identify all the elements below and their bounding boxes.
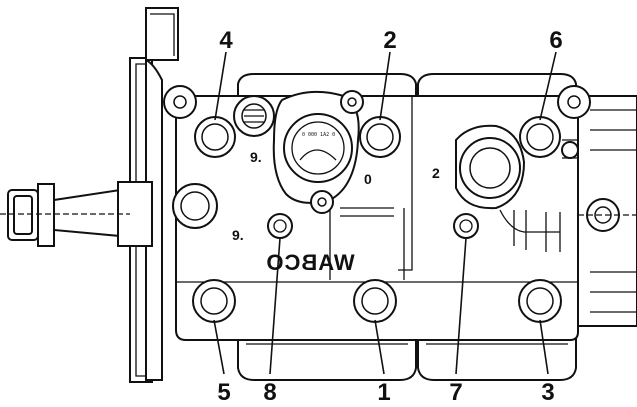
brand-logo: WABCO bbox=[265, 250, 354, 275]
port-mark-center: 0 bbox=[364, 171, 372, 187]
callout-3: 3 bbox=[541, 379, 554, 406]
cap-part-number: 0 000 1A2 0 bbox=[302, 132, 335, 138]
port-1 bbox=[353, 279, 397, 323]
port-6 bbox=[519, 116, 561, 158]
right-housing bbox=[560, 95, 637, 327]
port-5 bbox=[192, 279, 236, 323]
port-2 bbox=[359, 116, 401, 158]
callout-1: 1 bbox=[377, 379, 390, 406]
callout-6: 6 bbox=[549, 27, 562, 54]
upper-cooling-fins bbox=[237, 73, 577, 97]
port-mark-right: 2 bbox=[432, 165, 440, 181]
governor-boss bbox=[455, 124, 579, 252]
bolt-8 bbox=[267, 213, 293, 239]
port-4 bbox=[194, 116, 236, 158]
lower-cooling-fins bbox=[237, 329, 577, 381]
leader-lines bbox=[213, 51, 557, 375]
port-mark-lower-left: 9. bbox=[232, 227, 244, 243]
port-3 bbox=[518, 279, 562, 323]
inlet-spigot bbox=[0, 181, 153, 247]
unloader-cap: 0 000 1A2 0 bbox=[233, 90, 364, 214]
callout-8: 8 bbox=[263, 379, 276, 406]
bolt-7 bbox=[453, 213, 479, 239]
callout-4: 4 bbox=[219, 27, 233, 54]
callout-7: 7 bbox=[449, 379, 462, 406]
port-inlet-left bbox=[172, 183, 218, 229]
callout-5: 5 bbox=[217, 379, 230, 406]
port-mark-upper-left: 9. bbox=[250, 149, 262, 165]
callout-2: 2 bbox=[383, 27, 396, 54]
